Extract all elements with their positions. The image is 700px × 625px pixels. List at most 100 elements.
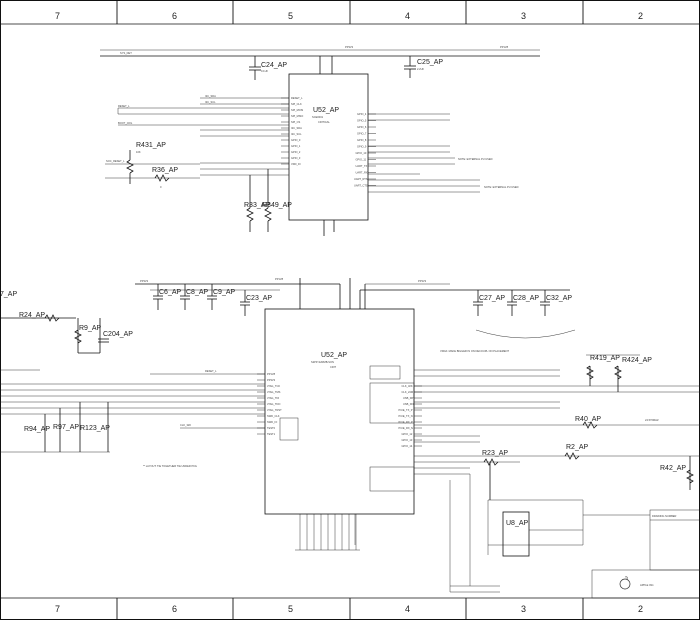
pin-label: RESET_L bbox=[291, 96, 303, 100]
pin-label: JTAG_TMS bbox=[267, 390, 281, 394]
capacitor-c8: C8_AP bbox=[180, 284, 209, 310]
net-label: BOOT_CFG bbox=[118, 121, 132, 125]
svg-text:CRIT: CRIT bbox=[330, 365, 336, 369]
svg-text:C28_AP: C28_AP bbox=[513, 295, 539, 302]
zone-label-bottom: 2 bbox=[638, 604, 643, 614]
svg-text:U52_AP: U52_AP bbox=[321, 352, 347, 359]
zone-label-bottom: 6 bbox=[172, 604, 177, 614]
svg-text:C25_AP: C25_AP bbox=[417, 59, 443, 66]
resistor-r24: R24_AP bbox=[19, 312, 60, 322]
svg-text:0: 0 bbox=[160, 185, 162, 189]
note-ext-b: NOTE: EXTERNAL PU USED bbox=[484, 185, 519, 189]
svg-text:C23_AP: C23_AP bbox=[246, 295, 272, 302]
note-placement: VDDA: MAKE BIGGER IN ON DECOUPL ON PLACE… bbox=[440, 349, 509, 353]
zone-label-bottom: 7 bbox=[55, 604, 60, 614]
resistor-r42: R42_AP bbox=[660, 456, 694, 490]
svg-text:APPLE INC.: APPLE INC. bbox=[640, 583, 655, 587]
svg-text:R42_AP: R42_AP bbox=[660, 465, 686, 472]
svg-text:U8_AP: U8_AP bbox=[506, 520, 529, 527]
pin-label: UART_RX bbox=[356, 171, 368, 175]
net-label: CLK_32K bbox=[180, 423, 191, 427]
u52-top-right-pins: GPIO_4GPIO_5GPIO_6GPIO_7GPIO_8GPIO_9GPIO… bbox=[354, 112, 376, 188]
pin-label: JTAG_TRST bbox=[267, 408, 282, 412]
pin-label: I2C_SCL bbox=[291, 132, 302, 136]
svg-text:R40_AP: R40_AP bbox=[575, 416, 601, 423]
title-block: DRAWING NUMBER APPLE INC. bbox=[591, 509, 700, 599]
pin-label: GPIO_13 bbox=[402, 438, 413, 442]
svg-text:SCE0001: SCE0001 bbox=[312, 115, 324, 119]
pin-label: SPI_MOSI bbox=[291, 108, 304, 112]
svg-text:24.576MHZ: 24.576MHZ bbox=[645, 418, 659, 422]
pin-label: GPIO_6 bbox=[357, 125, 367, 129]
pin-label: USB_DN bbox=[403, 402, 414, 406]
note-layout: ** LAYOUT: TIE TOGETHER TIE UNDER PKG bbox=[143, 464, 197, 468]
resistor-r97: R97_AP bbox=[53, 408, 79, 452]
svg-text:U52_AP: U52_AP bbox=[313, 107, 339, 114]
net-label: PP1V8 bbox=[500, 45, 509, 49]
ic-u52-bottom: U52_AP S2PP-S2RMB-SON CRIT bbox=[264, 308, 415, 515]
ic-u52-top: U52_AP SCE0001 CRITICAL bbox=[288, 73, 369, 221]
pin-label: TEST0 bbox=[267, 426, 276, 430]
svg-text:R349_AP: R349_AP bbox=[262, 202, 292, 209]
svg-text:R36_AP: R36_AP bbox=[152, 167, 178, 174]
capacitor-c23: C23_AP bbox=[240, 290, 272, 316]
pin-label: CLK_32K bbox=[402, 384, 413, 388]
pin-label: SWD_IO bbox=[267, 420, 277, 424]
resistor-r2: R2_AP bbox=[564, 444, 589, 460]
resistor-r431: R431_AP 10K bbox=[126, 142, 166, 184]
pin-label: VDD_IO bbox=[291, 162, 301, 166]
pin-label: GPIO_1 bbox=[291, 144, 301, 148]
net-label: I2C_SCL bbox=[205, 100, 216, 104]
pin-label: SPI_CS bbox=[291, 120, 300, 124]
zone-label-top: 4 bbox=[405, 11, 410, 21]
svg-text:R9_AP: R9_AP bbox=[79, 325, 102, 332]
net-label: I2C_SDA bbox=[205, 94, 216, 98]
net-label: PP3V3 bbox=[140, 279, 149, 283]
pin-label: PCIE_RX_P bbox=[399, 420, 414, 424]
svg-text:2.2UF: 2.2UF bbox=[417, 67, 424, 71]
svg-text:R23_AP: R23_AP bbox=[482, 450, 508, 457]
net-label: SYS_DET bbox=[120, 51, 132, 55]
net-label: PP3V3 bbox=[418, 279, 427, 283]
pin-label: JTAG_TDI bbox=[267, 396, 279, 400]
pin-label: PCIE_RX_N bbox=[399, 426, 414, 430]
resistor-r94: R94_AP bbox=[24, 414, 50, 452]
resistor-r33: R33_AP bbox=[244, 175, 270, 232]
resistor-r9: R9_AP bbox=[74, 318, 102, 354]
pin-label: GPIO_10 bbox=[356, 151, 367, 155]
svg-text:R419_AP: R419_AP bbox=[590, 355, 620, 362]
pin-label: SPI_MISO bbox=[291, 114, 303, 118]
net-label: SOC_RESET_L bbox=[106, 159, 125, 163]
pin-label: GPIO_11 bbox=[356, 158, 367, 162]
pin-label: SPI_CLK bbox=[291, 102, 302, 106]
capacitor-c28: C28_AP bbox=[507, 290, 539, 316]
capacitor-c204: C204_AP bbox=[98, 331, 133, 343]
svg-text:R2_AP: R2_AP bbox=[566, 444, 589, 451]
u52-top-left-pins: RESET_L SPI_CLK SPI_MOSI SPI_MISO SPI_CS I2C_… bbox=[281, 96, 304, 166]
pin-label: GPIO_4 bbox=[357, 112, 367, 116]
pin-label: GPIO_3 bbox=[291, 156, 301, 160]
svg-text:R94_AP: R94_AP bbox=[24, 426, 50, 433]
u52-bottom-left-pins: PP1V8PP3V3JTAG_TCKJTAG_TMSJTAG_TDIJTAG_T… bbox=[257, 372, 282, 436]
resistor-r349: R349_AP bbox=[262, 169, 292, 232]
resistor-r40: R40_AP bbox=[575, 416, 601, 429]
pin-label: UART_TX bbox=[356, 164, 368, 168]
svg-text:CRITICAL: CRITICAL bbox=[318, 120, 330, 124]
u52-bottom-bottom-pins bbox=[295, 514, 360, 551]
svg-text:C8_AP: C8_AP bbox=[186, 289, 209, 296]
pin-label: SWD_CLK bbox=[267, 414, 280, 418]
svg-text:R424_AP: R424_AP bbox=[622, 357, 652, 364]
pin-label: GPIO_14 bbox=[402, 444, 413, 448]
svg-text:R431_AP: R431_AP bbox=[136, 142, 166, 149]
partial-ref: 7_AP bbox=[0, 291, 17, 298]
zone-label-top: 2 bbox=[638, 11, 643, 21]
svg-text:0.1UF: 0.1UF bbox=[261, 69, 268, 73]
ic-u8: U8_AP bbox=[502, 511, 530, 557]
resistor-r123: R123_AP bbox=[79, 402, 110, 452]
pin-label: JTAG_TDO bbox=[267, 402, 280, 406]
svg-text:C204_AP: C204_AP bbox=[103, 331, 133, 338]
